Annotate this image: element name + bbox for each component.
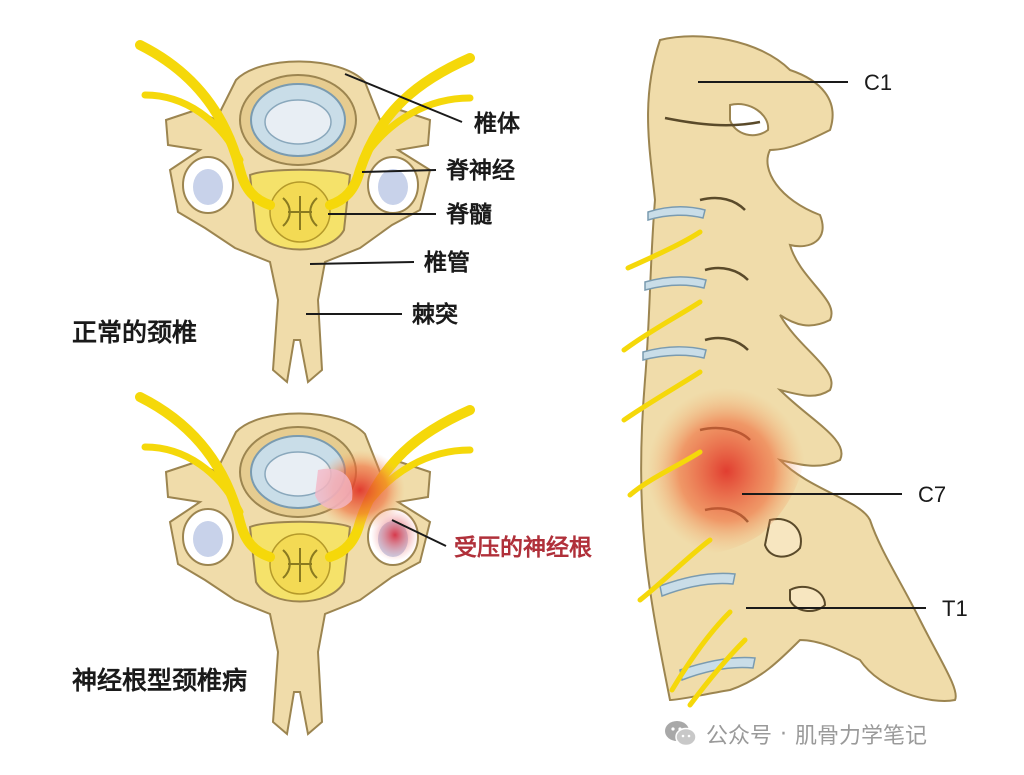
label-vertebral-body: 椎体	[474, 111, 520, 137]
label-spinous-process: 棘突	[412, 302, 458, 328]
leader-lines-lateral	[698, 81, 926, 609]
label-spinal-cord: 脊髓	[446, 202, 492, 228]
watermark-prefix: 公众号	[706, 724, 773, 749]
watermark-account-name: 肌骨力学笔记	[795, 724, 928, 749]
label-spinal-canal: 椎管	[424, 250, 470, 276]
label-compressed-nerve-root: 受压的神经根	[454, 535, 592, 561]
wechat-icon	[665, 721, 697, 747]
label-c7: C7	[918, 482, 947, 507]
diseased-vertebra	[140, 397, 470, 734]
watermark-separator: ·	[780, 721, 788, 747]
leader-line-compressed-root	[391, 519, 447, 547]
label-spinal-nerve: 脊神经	[446, 158, 515, 184]
caption-radiculopathy: 神经根型颈椎病	[72, 666, 248, 695]
label-t1: T1	[942, 596, 968, 621]
watermark: 公众号 · 肌骨力学笔记	[664, 718, 927, 750]
lateral-spine	[621, 35, 957, 708]
caption-normal-cervical: 正常的颈椎	[72, 318, 198, 347]
leader-lines-normal	[306, 73, 463, 315]
label-c1: C1	[864, 70, 893, 95]
